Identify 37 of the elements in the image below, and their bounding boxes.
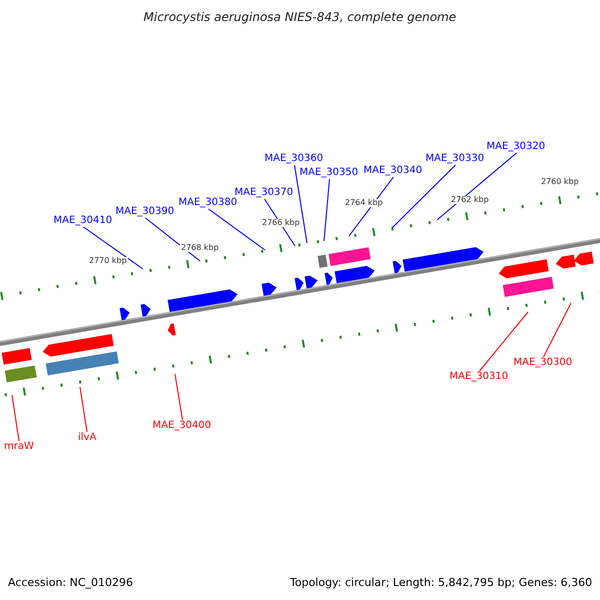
gene-label: MAE_30380 bbox=[178, 198, 238, 208]
leader-line bbox=[543, 302, 572, 358]
gene-label: ilvA bbox=[78, 433, 96, 443]
scale-label: 2760 kbp bbox=[540, 178, 580, 186]
genome-stats-text: Topology: circular; Length: 5,842,795 bp; Genes: 6,360 bbox=[290, 576, 592, 588]
scale-label: 2764 kbp bbox=[344, 199, 384, 207]
leader-line bbox=[80, 386, 88, 432]
leader-line bbox=[174, 374, 183, 420]
accession-text: Accession: NC_010296 bbox=[8, 576, 134, 588]
gene-label: MAE_30320 bbox=[486, 142, 546, 152]
leader-line bbox=[392, 164, 456, 228]
leader-line bbox=[12, 394, 20, 442]
leader-line bbox=[324, 178, 330, 242]
title: Microcystis aeruginosa NIES-843, complete genome bbox=[144, 11, 456, 23]
scale-label: 2768 kbp bbox=[180, 244, 220, 252]
leader-line bbox=[264, 198, 296, 246]
leader-line bbox=[436, 152, 517, 220]
leader-line bbox=[479, 312, 528, 372]
gene-label: MAE_30410 bbox=[54, 216, 112, 226]
gene-label: MAE_30400 bbox=[152, 421, 212, 431]
gene-label: MAE_30340 bbox=[364, 166, 422, 176]
gene-label: MAE_30370 bbox=[234, 188, 294, 198]
leader-line bbox=[208, 208, 266, 250]
gene-label: MAE_30310 bbox=[450, 372, 508, 382]
scale-label: 2770 kbp bbox=[88, 257, 128, 265]
leader-line bbox=[348, 176, 394, 236]
scale-label: 2766 kbp bbox=[261, 219, 301, 227]
leader-line bbox=[145, 218, 200, 262]
gene-label: mraW bbox=[4, 442, 34, 452]
gene-label: MAE_30330 bbox=[426, 154, 484, 164]
gene-label: MAE_30300 bbox=[514, 358, 572, 368]
gene-label: MAE_30350 bbox=[300, 168, 358, 178]
scale-label: 2762 kbp bbox=[450, 196, 490, 204]
gene-label: MAE_30360 bbox=[264, 154, 324, 164]
leader-line bbox=[294, 164, 308, 244]
gene-label: MAE_30390 bbox=[116, 207, 174, 217]
leader-line bbox=[83, 226, 144, 270]
